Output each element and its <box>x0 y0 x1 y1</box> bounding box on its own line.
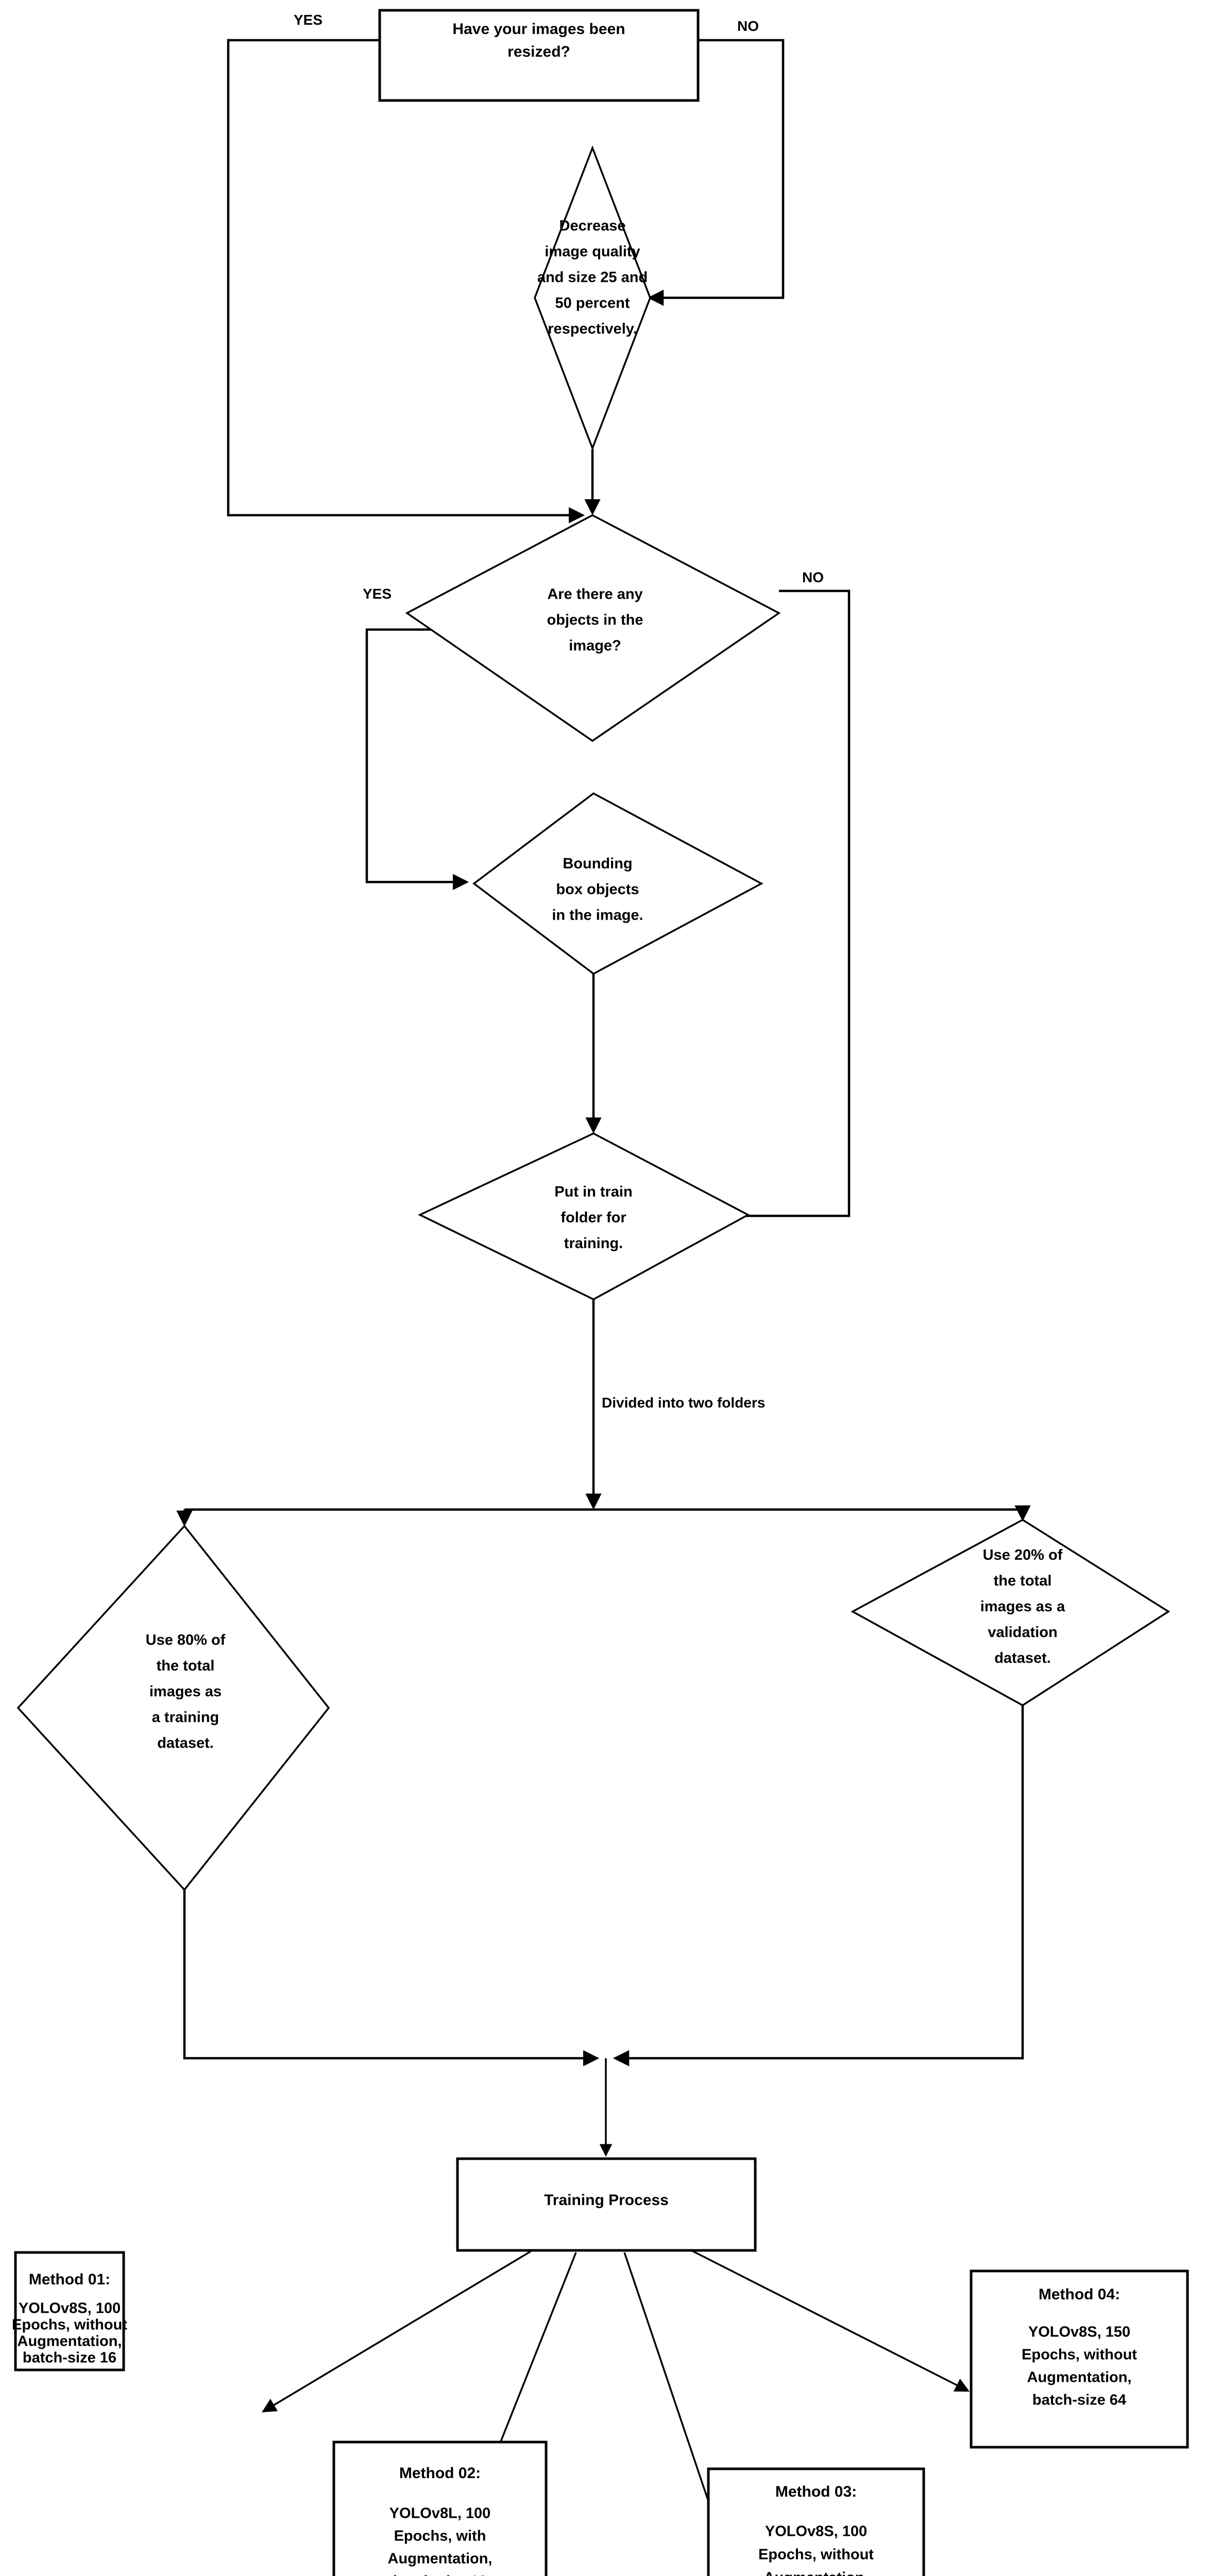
method-01-line-4: batch-size 16 <box>23 2350 116 2366</box>
training-dataset-line-4: a training <box>152 1709 219 1726</box>
edge-label-objects-yes: YES <box>363 586 392 602</box>
method-01-heading: Method 01: <box>29 2271 110 2288</box>
node-bounding-box[interactable]: Bounding box objects in the image. <box>472 792 763 975</box>
training-process-label: Training Process <box>544 2192 669 2209</box>
edge-objects-yes <box>365 628 502 890</box>
method-01-line-3: Augmentation, <box>18 2333 122 2350</box>
method-04-line-3: Augmentation, <box>1027 2369 1132 2386</box>
decrease-quality-line-1: Decrease <box>559 218 626 234</box>
method-04-line-4: batch-size 64 <box>1032 2392 1126 2409</box>
decrease-quality-line-2: image quality <box>545 244 640 260</box>
method-03-line-3: Augmentation, <box>764 2570 869 2576</box>
validation-dataset-line-3: images as a <box>980 1599 1065 1615</box>
training-dataset-line-1: Use 80% of <box>146 1632 226 1649</box>
edge-resize-yes <box>227 39 585 523</box>
method-04-heading: Method 04: <box>1039 2286 1120 2303</box>
validation-dataset-line-5: dataset. <box>994 1650 1051 1667</box>
put-in-train-folder-line-3: training. <box>564 1235 623 1252</box>
decrease-quality-line-3: and size 25 and <box>537 269 648 286</box>
node-method-02[interactable]: Method 02: YOLOv8L, 100 Epochs, with Aug… <box>332 2441 548 2576</box>
edge-training-to-method-04 <box>681 2244 970 2392</box>
edge-label-objects-no: NO <box>802 569 824 585</box>
bounding-box-line-2: box objects <box>556 882 639 898</box>
decrease-quality-line-4: 50 percent <box>555 295 630 312</box>
validation-dataset-line-4: validation <box>988 1624 1057 1641</box>
method-01-line-1: YOLOv8S, 100 <box>19 2300 121 2317</box>
objects-question-line-1: Are there any <box>547 586 642 603</box>
validation-dataset-line-2: the total <box>994 1573 1052 1589</box>
training-dataset-line-3: images as <box>149 1684 222 1700</box>
node-put-in-train-folder[interactable]: Put in train folder for training. <box>417 1132 750 1300</box>
node-method-01[interactable]: Method 01: YOLOv8S, 100 Epochs, without … <box>12 2251 127 2371</box>
edge-resize-no <box>647 39 785 306</box>
objects-question-line-2: objects in the <box>547 612 643 629</box>
resize-question-line-1: Have your images been <box>452 21 625 38</box>
node-method-03[interactable]: Method 03: YOLOv8S, 100 Epochs, without … <box>707 2467 925 2576</box>
method-04-line-2: Epochs, without <box>1022 2347 1137 2363</box>
node-resize-question[interactable]: Have your images been resized? <box>378 9 700 102</box>
decrease-quality-line-5: respectively. <box>548 321 637 337</box>
training-dataset-line-2: the total <box>157 1658 215 1674</box>
method-02-line-1: YOLOv8L, 100 <box>389 2505 491 2522</box>
node-training-dataset[interactable]: Use 80% of the total images as a trainin… <box>16 1524 330 1891</box>
method-01-line-2: Epochs, without <box>12 2317 127 2333</box>
objects-question-line-3: image? <box>569 638 621 654</box>
method-03-heading: Method 03: <box>775 2483 857 2500</box>
bounding-box-line-3: in the image. <box>552 907 643 924</box>
method-02-line-3: Augmentation, <box>388 2551 493 2567</box>
training-dataset-line-5: dataset. <box>157 1735 214 1752</box>
put-in-train-folder-line-2: folder for <box>561 1210 626 1226</box>
edge-label-divided: Divided into two folders <box>602 1395 765 1411</box>
validation-dataset-line-1: Use 20% of <box>983 1547 1063 1564</box>
put-in-train-folder-line-1: Put in train <box>554 1184 632 1200</box>
node-objects-question[interactable]: Are there any objects in the image? <box>405 514 781 742</box>
method-04-line-1: YOLOv8S, 150 <box>1028 2324 1130 2341</box>
method-02-line-4: batch-size 16 <box>393 2573 487 2576</box>
method-03-line-1: YOLOv8S, 100 <box>765 2523 867 2540</box>
node-decrease-quality[interactable]: Decrease image quality and size 25 and 5… <box>534 145 651 451</box>
method-02-heading: Method 02: <box>399 2465 481 2482</box>
edge-validation-dataset-to-merge <box>613 1705 1024 2066</box>
method-03-line-2: Epochs, without <box>758 2547 874 2563</box>
edge-label-resize-no: NO <box>737 18 759 34</box>
node-validation-dataset[interactable]: Use 20% of the total images as a validat… <box>851 1518 1170 1707</box>
node-training-process[interactable]: Training Process <box>456 2157 757 2252</box>
bounding-box-line-1: Bounding <box>563 856 632 872</box>
edge-training-to-method-01 <box>261 2250 531 2413</box>
method-02-line-2: Epochs, with <box>394 2528 486 2545</box>
edge-label-resize-yes: YES <box>294 12 323 28</box>
node-method-04[interactable]: Method 04: YOLOv8S, 150 Epochs, without … <box>970 2269 1189 2449</box>
resize-question-line-2: resized? <box>507 43 570 60</box>
edge-training-dataset-to-merge <box>183 1890 600 2066</box>
